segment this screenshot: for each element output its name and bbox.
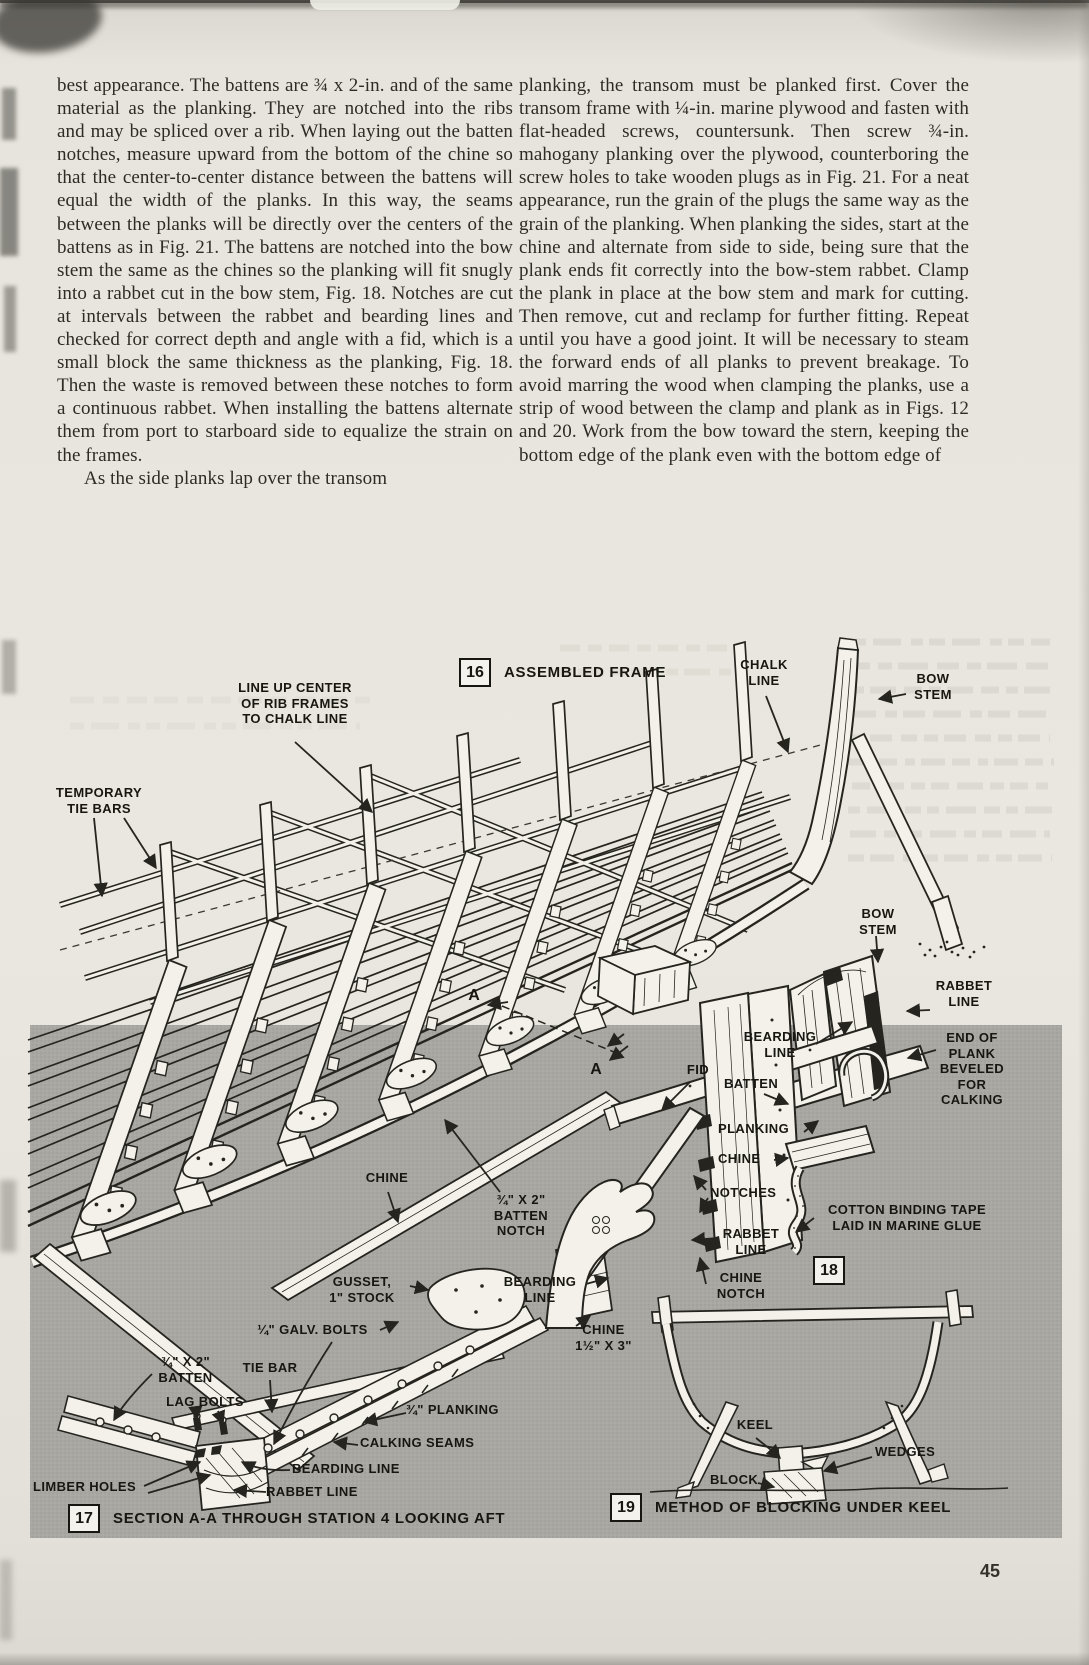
label-section-a-2: A: [590, 1061, 602, 1078]
label-bearding-line-18: BEARDING LINE: [743, 1029, 817, 1060]
label-bow-stem-top: BOW STEM: [914, 671, 952, 702]
paragraph: As the side planks lap over the transom: [84, 467, 388, 489]
label-limber-holes: LIMBER HOLES: [33, 1479, 137, 1494]
body-column-left: best appearance. The battens are ¾ x 2-i…: [57, 74, 513, 490]
fig16-wood-block: [597, 945, 693, 1016]
label-temporary-tie-bars: TEMPORARY TIE BARS: [55, 785, 143, 816]
label-lag-bolts: LAG BOLTS: [166, 1394, 244, 1409]
label-block: BLOCK: [710, 1472, 759, 1487]
label-bearding-line-right: BEARDING LINE: [503, 1274, 577, 1305]
figure-16-caption: 16 ASSEMBLED FRAME: [459, 658, 666, 687]
fig16-stakes: [159, 640, 753, 963]
label-batten-notch: ¾" X 2" BATTEN NOTCH: [493, 1192, 549, 1238]
label-tie-bar: TIE BAR: [242, 1360, 298, 1375]
label-bearding-line-17: BEARDING LINE: [292, 1461, 400, 1476]
label-section-a-1: A: [468, 987, 480, 1004]
label-rabbet-line-upper: RABBET LINE: [935, 978, 993, 1009]
paragraph: best appearance. The battens are ¾ x 2-i…: [57, 75, 513, 466]
label-chine-18: CHINE: [718, 1151, 761, 1166]
label-planking-18: PLANKING: [718, 1121, 790, 1136]
label-cotton-binding-tape: COTTON BINDING TAPE LAID IN MARINE GLUE: [827, 1202, 987, 1233]
figure-18-number: 18: [813, 1256, 845, 1285]
label-chine-size: CHINE 1½" X 3": [575, 1322, 632, 1353]
page-number: 45: [980, 1561, 1001, 1581]
label-rabbet-line-18: RABBET LINE: [722, 1226, 780, 1257]
fig19-keel-blocking: [649, 1289, 1009, 1505]
fig18-fid-inset: [544, 984, 890, 1329]
fig16-bow-stem: [788, 637, 986, 959]
label-wedges: WEDGES: [875, 1444, 936, 1459]
label-rabbet-line-17: RABBET LINE: [266, 1484, 358, 1499]
figure-17-number: 17: [68, 1504, 100, 1533]
label-chine-17: CHINE: [365, 1170, 409, 1185]
label-fid: FID: [686, 1062, 710, 1077]
figure-19-title: METHOD OF BLOCKING UNDER KEEL: [655, 1499, 952, 1516]
label-planking-17: ¾" PLANKING: [406, 1402, 499, 1417]
figure-19-number: 19: [610, 1493, 642, 1522]
label-line-up-center: LINE UP CENTER OF RIB FRAMES TO CHALK LI…: [238, 680, 352, 726]
label-calking-seams: CALKING SEAMS: [360, 1435, 475, 1450]
fig16-chalk-line: [59, 736, 851, 951]
label-keel: KEEL: [736, 1417, 774, 1432]
fig18-bow-stem-inset: [784, 954, 930, 1110]
label-bow-stem-inset: BOW STEM: [859, 906, 897, 937]
leader-lines: [93, 689, 937, 1498]
label-chalk-line: CHALK LINE: [740, 657, 788, 688]
body-column-right: planking, the transom must be planked fi…: [519, 74, 969, 467]
figure-19-caption: 19 METHOD OF BLOCKING UNDER KEEL: [610, 1493, 951, 1522]
label-galv-bolts: ¼" GALV. BOLTS: [257, 1322, 368, 1337]
label-batten-17: ¾" X 2" BATTEN: [158, 1354, 213, 1385]
section-line: [501, 1005, 615, 1053]
figure-16-number: 16: [459, 658, 491, 687]
hand-illustration: [544, 1179, 656, 1329]
paragraph: planking, the transom must be planked fi…: [519, 75, 969, 466]
label-gusset: GUSSET, 1" STOCK: [329, 1274, 395, 1305]
label-notches: NOTCHES: [710, 1185, 777, 1200]
label-chine-notch: CHINE NOTCH: [716, 1270, 766, 1301]
label-end-of-plank: END OF PLANK BEVELED FOR CALKING: [939, 1030, 1005, 1107]
label-batten-18: BATTEN: [724, 1076, 779, 1091]
figure-16-title: ASSEMBLED FRAME: [504, 664, 667, 681]
figure-17-title: SECTION A-A THROUGH STATION 4 LOOKING AF…: [113, 1510, 506, 1527]
figure-17-caption: 17 SECTION A-A THROUGH STATION 4 LOOKING…: [68, 1504, 505, 1533]
figure-18-caption: 18: [813, 1256, 845, 1285]
